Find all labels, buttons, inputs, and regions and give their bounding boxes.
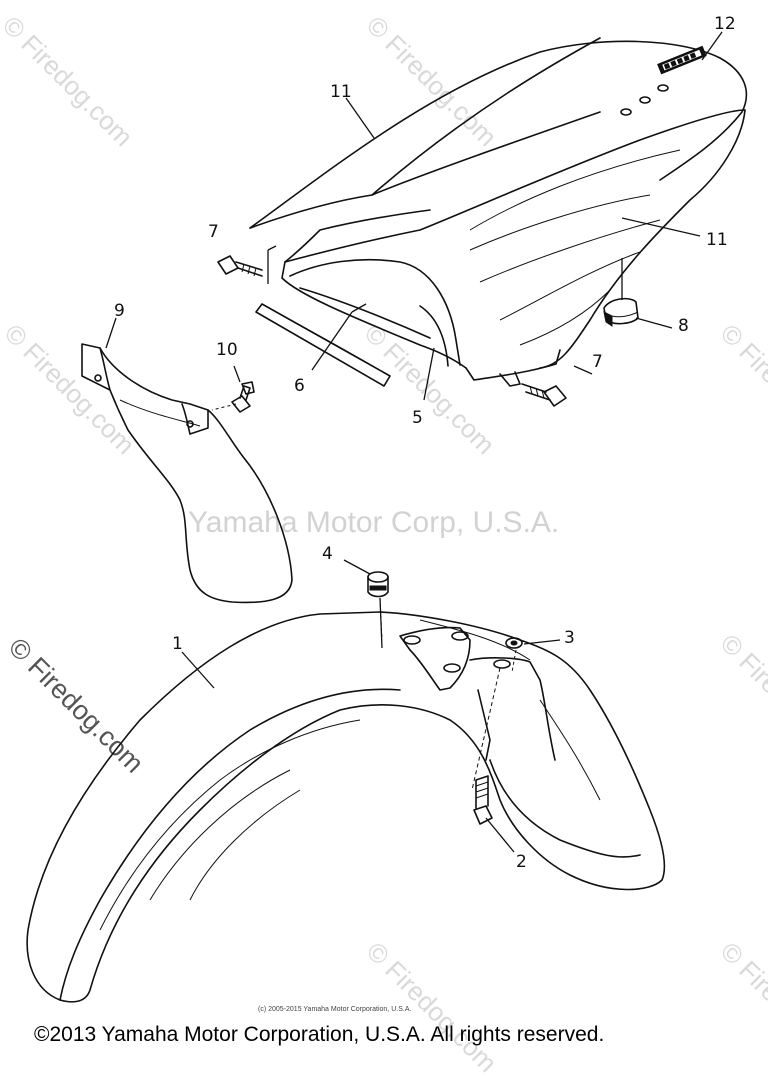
leader-dashed-4: [379, 597, 383, 641]
callout-2: 2: [516, 852, 527, 872]
leader-lines: [105, 31, 723, 853]
callout-4: 4: [322, 544, 333, 564]
damper-4: [367, 571, 389, 598]
callout-6: 6: [294, 376, 305, 396]
leader-6-tick: [351, 303, 367, 313]
leader-11a: [345, 97, 375, 139]
screw-10: [231, 365, 255, 413]
copyright-footer: ©2013 Yamaha Motor Corporation, U.S.A. A…: [34, 1023, 605, 1046]
leader-11b: [621, 217, 701, 237]
leader-9: [105, 317, 117, 349]
callout-8: 8: [678, 316, 689, 336]
callout-10: 10: [216, 340, 238, 360]
leader-dashed-3: [511, 649, 517, 673]
mud-flap-9: [81, 343, 293, 604]
leader-dashed-2: [471, 667, 501, 791]
bolt-2: [473, 775, 493, 825]
bolt-7-left: [217, 245, 277, 284]
leader-4: [343, 559, 371, 575]
leader-dashed-10: [211, 403, 237, 411]
leader-12: [701, 31, 723, 61]
leader-1: [181, 651, 215, 689]
callout-11-top: 11: [330, 82, 352, 102]
leader-3: [523, 639, 561, 645]
callout-7-right: 7: [592, 352, 603, 372]
callout-9: 9: [114, 301, 125, 321]
callout-3: 3: [564, 628, 575, 648]
damper-8: [603, 297, 639, 327]
band-6: [255, 303, 391, 387]
callout-1: 1: [172, 634, 183, 654]
callout-5: 5: [412, 408, 423, 428]
front-fender: [26, 611, 666, 1003]
callout-7-left: 7: [208, 222, 219, 242]
bolt-7-right: [521, 383, 567, 407]
leader-5: [423, 347, 435, 401]
callout-11-right: 11: [706, 230, 728, 250]
leader-2: [485, 817, 515, 853]
callout-12: 12: [714, 14, 736, 34]
parts-diagram: [26, 31, 748, 1003]
watermark-center: Yamaha Motor Corp, U.S.A.: [188, 506, 560, 539]
leader-7b: [573, 365, 593, 375]
leader-6: [311, 311, 353, 371]
leader-8: [635, 317, 673, 329]
small-credit-text: (c) 2005-2015 Yamaha Motor Corporation, …: [258, 1006, 412, 1013]
rear-fender: [249, 37, 748, 387]
